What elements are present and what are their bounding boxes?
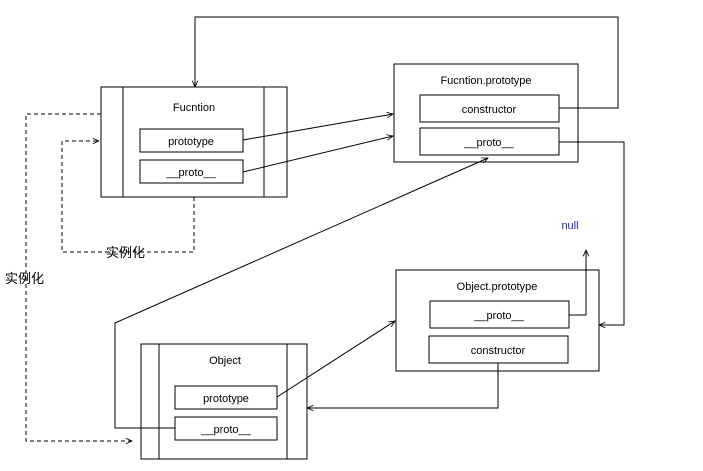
null-label: null <box>561 220 578 232</box>
arrow-function-prototype-proto-to-object-prototype <box>559 141 625 325</box>
arrow-function-prototype-ref <box>242 114 393 141</box>
object-proto-label: __proto__ <box>200 424 251 436</box>
function-proto-label: __proto__ <box>165 167 216 179</box>
object-prototype-constructor-slot <box>428 335 569 364</box>
arrow-function-proto-ref <box>242 136 393 173</box>
function-prototype-constructor-label: constructor <box>462 104 517 116</box>
instantiate-label-outer: 实例化 <box>5 272 44 287</box>
object-prototype-slot <box>174 385 278 410</box>
function-prototype-node: Fucntion.prototype constructor __proto__ <box>393 63 579 163</box>
object-prototype-proto-slot <box>429 300 570 329</box>
arrow-object-prototype-ref <box>276 321 395 398</box>
arrow-object-prototype-constructor-to-object <box>307 363 499 408</box>
object-title: Object <box>209 355 241 367</box>
arrow-object-prototype-proto-to-null <box>569 250 586 316</box>
function-title: Fucntion <box>173 102 215 114</box>
object-prototype-label: prototype <box>203 393 249 405</box>
object-prototype-node: Object.prototype __proto__ constructor <box>395 269 600 372</box>
object-prototype-constructor-label: constructor <box>471 345 526 357</box>
object-node: Object prototype __proto__ <box>140 343 308 460</box>
function-node: Fucntion prototype __proto__ <box>100 86 288 198</box>
arrow-object-proto-to-function-prototype <box>114 157 488 429</box>
function-prototype-label: prototype <box>168 136 214 148</box>
dashed-arrow-function-instantiates-function <box>61 141 195 253</box>
function-prototype-proto-label: __proto__ <box>463 137 514 149</box>
dashed-arrow-function-instantiates-object <box>25 113 132 441</box>
function-prototype-slot <box>139 128 244 153</box>
arrow-function-prototype-constructor-to-function <box>195 16 619 109</box>
object-prototype-title: Object.prototype <box>457 281 538 293</box>
function-prototype-title: Fucntion.prototype <box>440 75 531 87</box>
object-prototype-proto-label: __proto__ <box>473 310 524 322</box>
instantiate-label-inner: 实例化 <box>106 246 145 261</box>
